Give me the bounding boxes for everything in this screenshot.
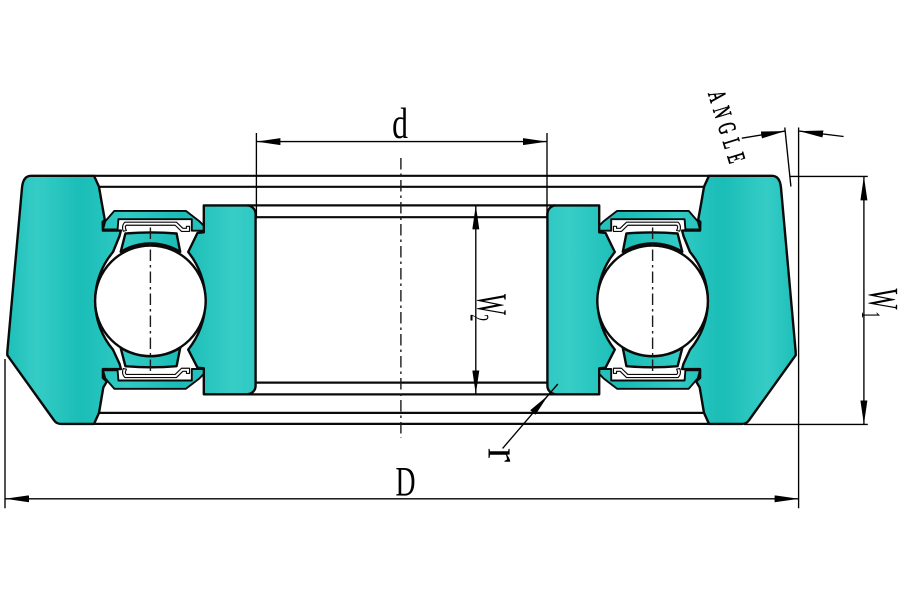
svg-text:d: d xyxy=(392,99,408,148)
svg-text:D: D xyxy=(395,459,415,505)
svg-text:r: r xyxy=(479,448,530,462)
